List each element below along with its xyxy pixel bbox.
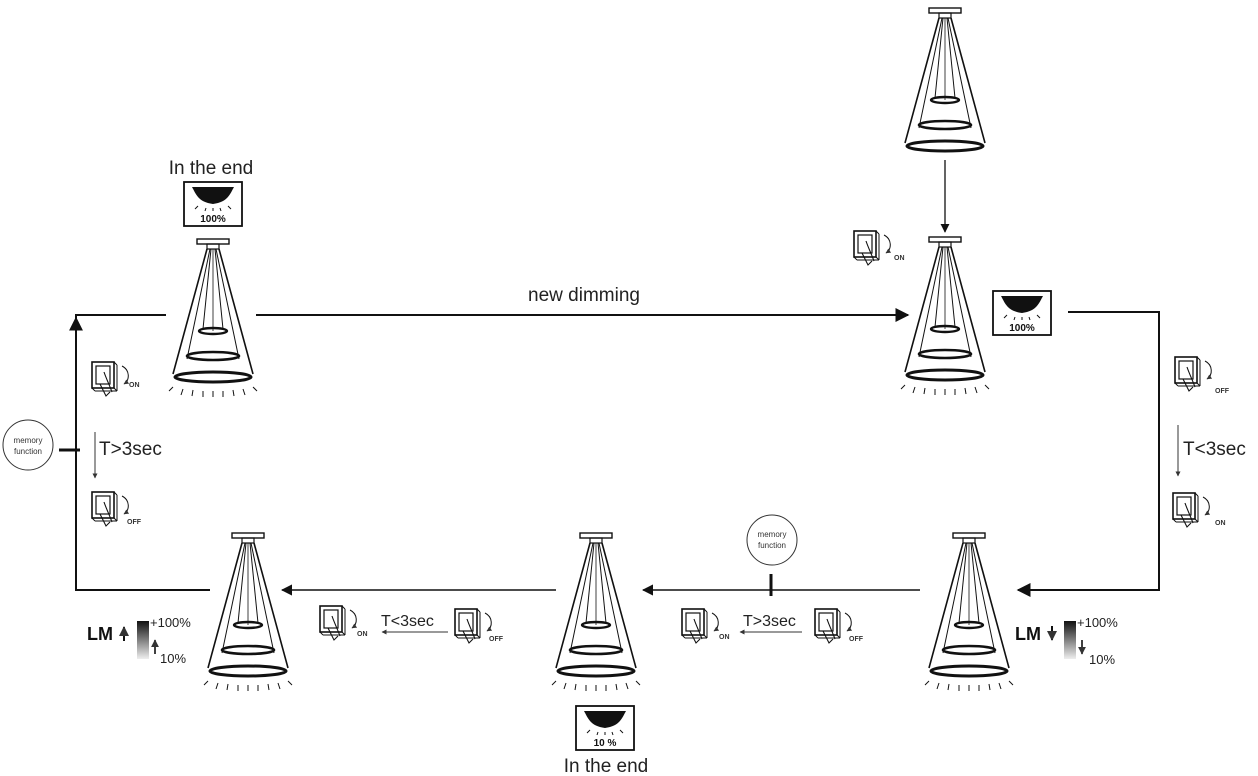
lamp-bottom-right [924,531,1014,692]
label-t-lt-3sec-bottom: T<3sec [381,613,434,630]
svg-text:function: function [14,447,42,456]
lm-indicator-right: LM +100% 10% [1015,615,1118,667]
brightness-box-top-left: 100% [183,181,243,227]
switch-right-top: OFF [1175,357,1230,395]
label-t-gt-3sec-left: T>3sec [99,439,162,460]
label-t-lt-3sec-right: T<3sec [1183,439,1246,460]
brightness-box-top-right: 100% [992,290,1052,336]
label-in-the-end-top: In the end [169,158,254,179]
svg-text:ON: ON [1215,520,1226,527]
svg-text:OFF: OFF [849,636,864,643]
lamp-top-right [900,235,990,396]
switch-top-right: ON [854,231,905,265]
svg-text:OFF: OFF [1215,388,1230,395]
svg-text:ON: ON [719,634,730,641]
lamp-top-right-source [903,6,987,153]
svg-text:LM: LM [87,624,113,644]
arrow-left-up [75,314,210,591]
switch-bottom-left-b: OFF [455,609,504,643]
switch-bottom-right-b: OFF [815,609,864,643]
svg-text:memory: memory [14,436,43,445]
switch-left-top: ON [92,362,140,396]
lamp-bottom-center [551,531,641,692]
label-in-the-end-bottom: In the end [564,756,649,776]
arrow-right-down [1016,311,1160,597]
svg-text:10%: 10% [1089,652,1115,667]
label-t-gt-3sec-bottom: T>3sec [743,613,796,630]
svg-text:ON: ON [129,382,140,389]
svg-text:10 %: 10 % [594,738,617,749]
switch-bottom-left-a: ON [320,606,368,640]
svg-text:ON: ON [357,631,368,638]
memory-function-left: memory function [2,419,54,471]
lamp-bottom-left [203,531,293,692]
svg-text:function: function [758,541,786,550]
svg-text:10%: 10% [160,651,186,666]
svg-text:OFF: OFF [489,636,504,643]
switch-bottom-right-a: ON [682,609,730,643]
label-new-dimming: new dimming [528,285,640,306]
svg-text:100%: 100% [1009,323,1035,334]
svg-text:memory: memory [758,530,787,539]
svg-text:+100%: +100% [150,615,191,630]
switch-left-bottom: OFF [92,492,142,526]
svg-text:100%: 100% [200,214,226,225]
svg-text:OFF: OFF [127,519,142,526]
brightness-box-bottom-center: 10 % [575,705,635,751]
lamp-top-left [168,237,258,398]
lm-indicator-left: LM +100% 10% [87,615,191,666]
svg-text:ON: ON [894,255,905,262]
memory-function-bottom: memory function [746,514,798,566]
svg-text:+100%: +100% [1077,615,1118,630]
svg-text:LM: LM [1015,624,1041,644]
switch-right-bottom: ON [1173,493,1226,527]
